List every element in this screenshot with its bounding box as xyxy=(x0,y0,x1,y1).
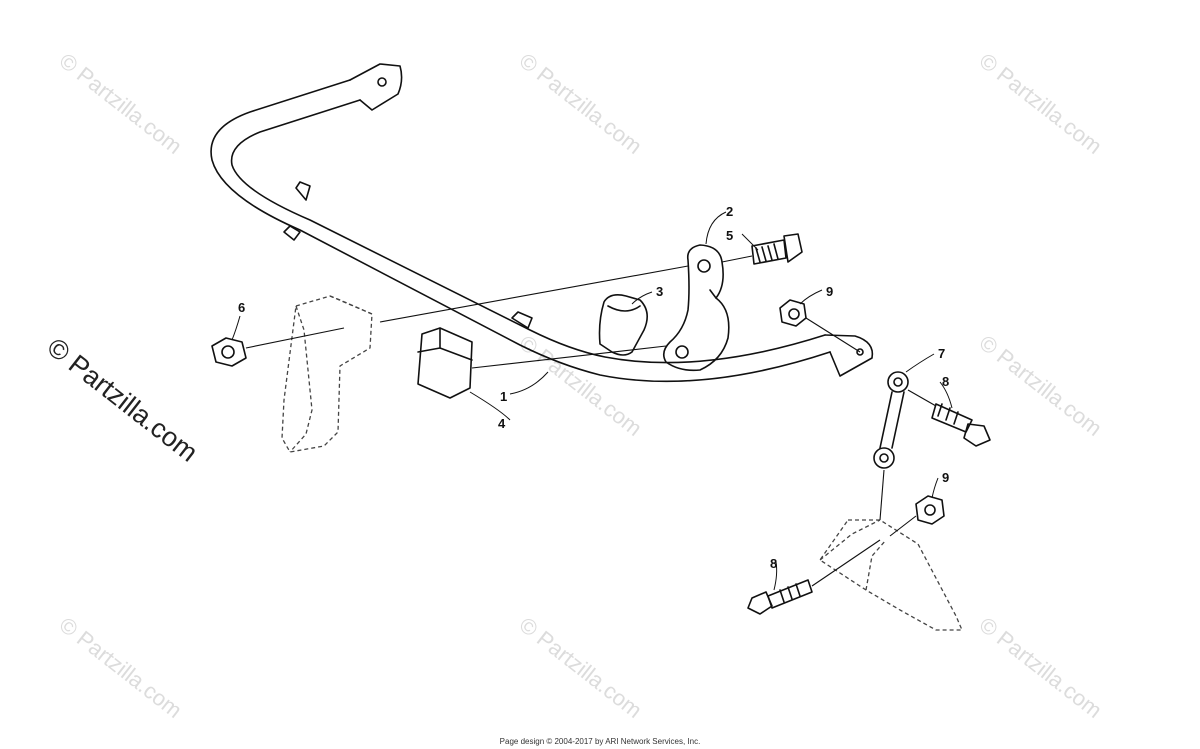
clamp-bracket xyxy=(662,244,730,372)
bushing-block xyxy=(417,327,473,399)
callout-9-upper: 9 xyxy=(826,284,833,299)
callout-8-lower: 8 xyxy=(770,556,777,571)
mount-bracket-right xyxy=(819,519,963,631)
callout-8-upper: 8 xyxy=(942,374,949,389)
callout-6: 6 xyxy=(238,300,245,315)
bolt-lower xyxy=(747,579,813,615)
callout-2: 2 xyxy=(726,204,733,219)
callout-9-lower: 9 xyxy=(942,470,949,485)
nut-lower-right xyxy=(915,495,945,525)
footer-copyright: Page design © 2004-2017 by ARI Network S… xyxy=(499,737,701,746)
mount-bracket-left xyxy=(281,295,373,453)
callout-4: 4 xyxy=(498,416,506,431)
callouts: 1 2 3 4 5 6 7 8 8 9 9 xyxy=(238,204,949,571)
callout-7: 7 xyxy=(938,346,945,361)
callout-5: 5 xyxy=(726,228,733,243)
callout-3: 3 xyxy=(656,284,663,299)
bolt-right xyxy=(931,403,991,447)
nut-left xyxy=(211,337,247,367)
callout-1: 1 xyxy=(500,389,507,404)
stabilizer-bar xyxy=(210,63,874,383)
nut-upper-right xyxy=(779,299,807,327)
half-bushing xyxy=(598,294,648,356)
link-rod xyxy=(873,371,909,469)
bolt-upper xyxy=(751,233,803,265)
